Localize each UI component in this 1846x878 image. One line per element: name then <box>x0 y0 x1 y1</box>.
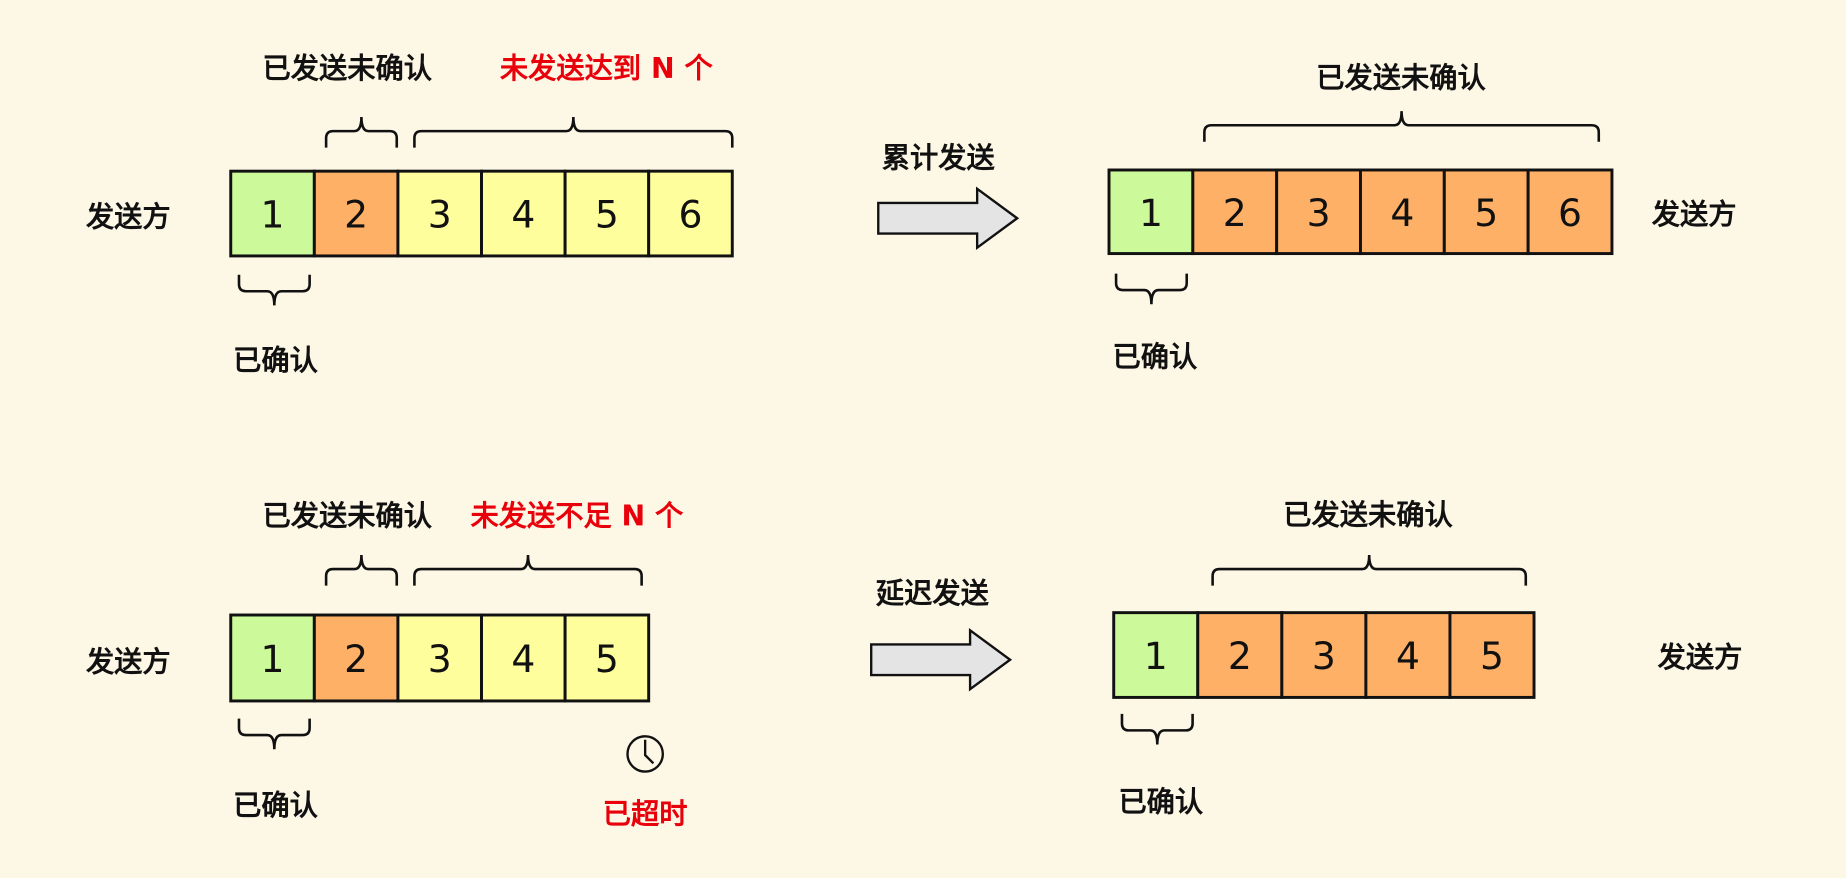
cell-box <box>563 613 651 703</box>
cell-number: 5 <box>595 193 619 237</box>
sequence-cell-2: 2 <box>312 613 400 703</box>
sequence-cells: 1 2 3 4 5 <box>1112 611 1536 699</box>
cell-box <box>1280 611 1368 699</box>
cell-number: 3 <box>1307 191 1331 235</box>
panel1-action: 累计发送 <box>877 142 1020 251</box>
timeout-label: 已超时 <box>603 797 688 830</box>
sequence-cell-2: 2 <box>312 169 400 258</box>
cell-box <box>1275 168 1362 256</box>
cell-number: 2 <box>344 193 368 237</box>
sequence-cell-5: 5 <box>563 613 651 703</box>
cell-number: 4 <box>511 193 535 237</box>
cell-box <box>647 169 734 258</box>
curly-brace <box>237 274 311 306</box>
unsent-label: 未发送达到 N 个 <box>500 52 714 85</box>
arrow-right-icon <box>877 186 1020 251</box>
cell-box <box>312 613 400 703</box>
sender-label: 发送方 <box>1657 641 1743 674</box>
sequence-cell-2: 2 <box>1196 611 1284 699</box>
curly-brace <box>1114 273 1189 305</box>
cell-number: 5 <box>1480 634 1504 678</box>
cell-number: 6 <box>678 193 702 237</box>
cell-number: 4 <box>511 637 535 681</box>
sequence-cell-4: 4 <box>480 169 567 258</box>
sequence-cell-1: 1 <box>1107 168 1195 256</box>
cell-box <box>229 613 316 703</box>
cell-number: 1 <box>261 193 285 237</box>
sent-unacked-label: 已发送未确认 <box>263 500 433 533</box>
cell-number: 1 <box>261 637 285 681</box>
cell-number: 1 <box>1144 634 1168 678</box>
panel2-before: 已发送未确认 未发送不足 N 个 发送方 1 2 3 4 5 已确认 已超时 <box>85 500 688 831</box>
sequence-cell-3: 3 <box>1275 168 1362 256</box>
sender-label: 发送方 <box>85 646 171 679</box>
panel1-before: 已发送未确认 未发送达到 N 个 发送方 1 2 3 4 5 6 已确认 <box>85 52 734 377</box>
cell-box <box>1359 168 1446 256</box>
cell-box <box>1364 611 1452 699</box>
cell-number: 3 <box>428 193 452 237</box>
cell-number: 3 <box>1312 634 1336 678</box>
cell-number: 4 <box>1396 634 1420 678</box>
curly-brace <box>1203 111 1601 142</box>
acked-label: 已确认 <box>1113 341 1199 374</box>
sequence-cell-1: 1 <box>1112 611 1200 699</box>
panel2-after: 已发送未确认 1 2 3 4 5 发送方 已确认 <box>1112 498 1743 819</box>
acked-label: 已确认 <box>233 789 318 822</box>
sequence-cells: 1 2 3 4 5 6 <box>229 169 734 258</box>
cell-number: 2 <box>1223 191 1247 235</box>
sequence-cell-5: 5 <box>563 169 651 258</box>
sequence-cell-5: 5 <box>1448 611 1536 699</box>
clock-icon <box>626 735 664 773</box>
sequence-cell-2: 2 <box>1191 168 1279 256</box>
arrow-right-icon <box>870 627 1013 692</box>
cell-number: 2 <box>1228 634 1252 678</box>
action-label: 累计发送 <box>882 142 996 175</box>
curly-brace <box>237 718 311 750</box>
cell-box <box>1191 168 1279 256</box>
sequence-cell-5: 5 <box>1442 168 1530 256</box>
sequence-cell-3: 3 <box>396 613 483 703</box>
cell-number: 3 <box>428 637 452 681</box>
sequence-cell-1: 1 <box>229 613 316 703</box>
sender-label: 发送方 <box>85 200 171 233</box>
unsent-label: 未发送不足 N 个 <box>470 500 684 533</box>
cell-box <box>1196 611 1284 699</box>
cell-number: 6 <box>1558 191 1582 235</box>
sequence-cell-3: 3 <box>396 169 483 258</box>
sequence-cells: 1 2 3 4 5 6 <box>1107 168 1614 256</box>
sequence-cells: 1 2 3 4 5 <box>229 613 651 703</box>
cell-box <box>1448 611 1536 699</box>
cell-box <box>312 169 400 258</box>
cell-number: 5 <box>595 637 619 681</box>
curly-brace <box>413 116 734 148</box>
sent-unacked-label: 已发送未确认 <box>1283 498 1453 531</box>
sent-unacked-label: 已发送未确认 <box>263 52 433 85</box>
cell-number: 2 <box>344 637 368 681</box>
sender-label: 发送方 <box>1651 198 1737 231</box>
cell-box <box>1526 168 1614 256</box>
sequence-cell-6: 6 <box>647 169 734 258</box>
acked-label: 已确认 <box>1118 786 1204 819</box>
panel2-action: 延迟发送 <box>870 577 1013 692</box>
panel1-after: 已发送未确认 1 2 3 4 5 6 发送方 已确认 <box>1107 62 1737 374</box>
curly-brace <box>1120 713 1194 745</box>
cell-number: 5 <box>1474 191 1498 235</box>
cell-number: 4 <box>1390 191 1414 235</box>
sequence-cell-4: 4 <box>1364 611 1452 699</box>
sequence-cell-4: 4 <box>480 613 567 703</box>
sequence-cell-4: 4 <box>1359 168 1446 256</box>
acked-label: 已确认 <box>233 344 318 377</box>
sent-unacked-label: 已发送未确认 <box>1316 62 1486 95</box>
sequence-cell-3: 3 <box>1280 611 1368 699</box>
sequence-cell-1: 1 <box>229 169 316 258</box>
action-label: 延迟发送 <box>875 577 990 610</box>
curly-brace <box>324 116 399 148</box>
sequence-cell-6: 6 <box>1526 168 1614 256</box>
cell-number: 1 <box>1139 191 1163 235</box>
